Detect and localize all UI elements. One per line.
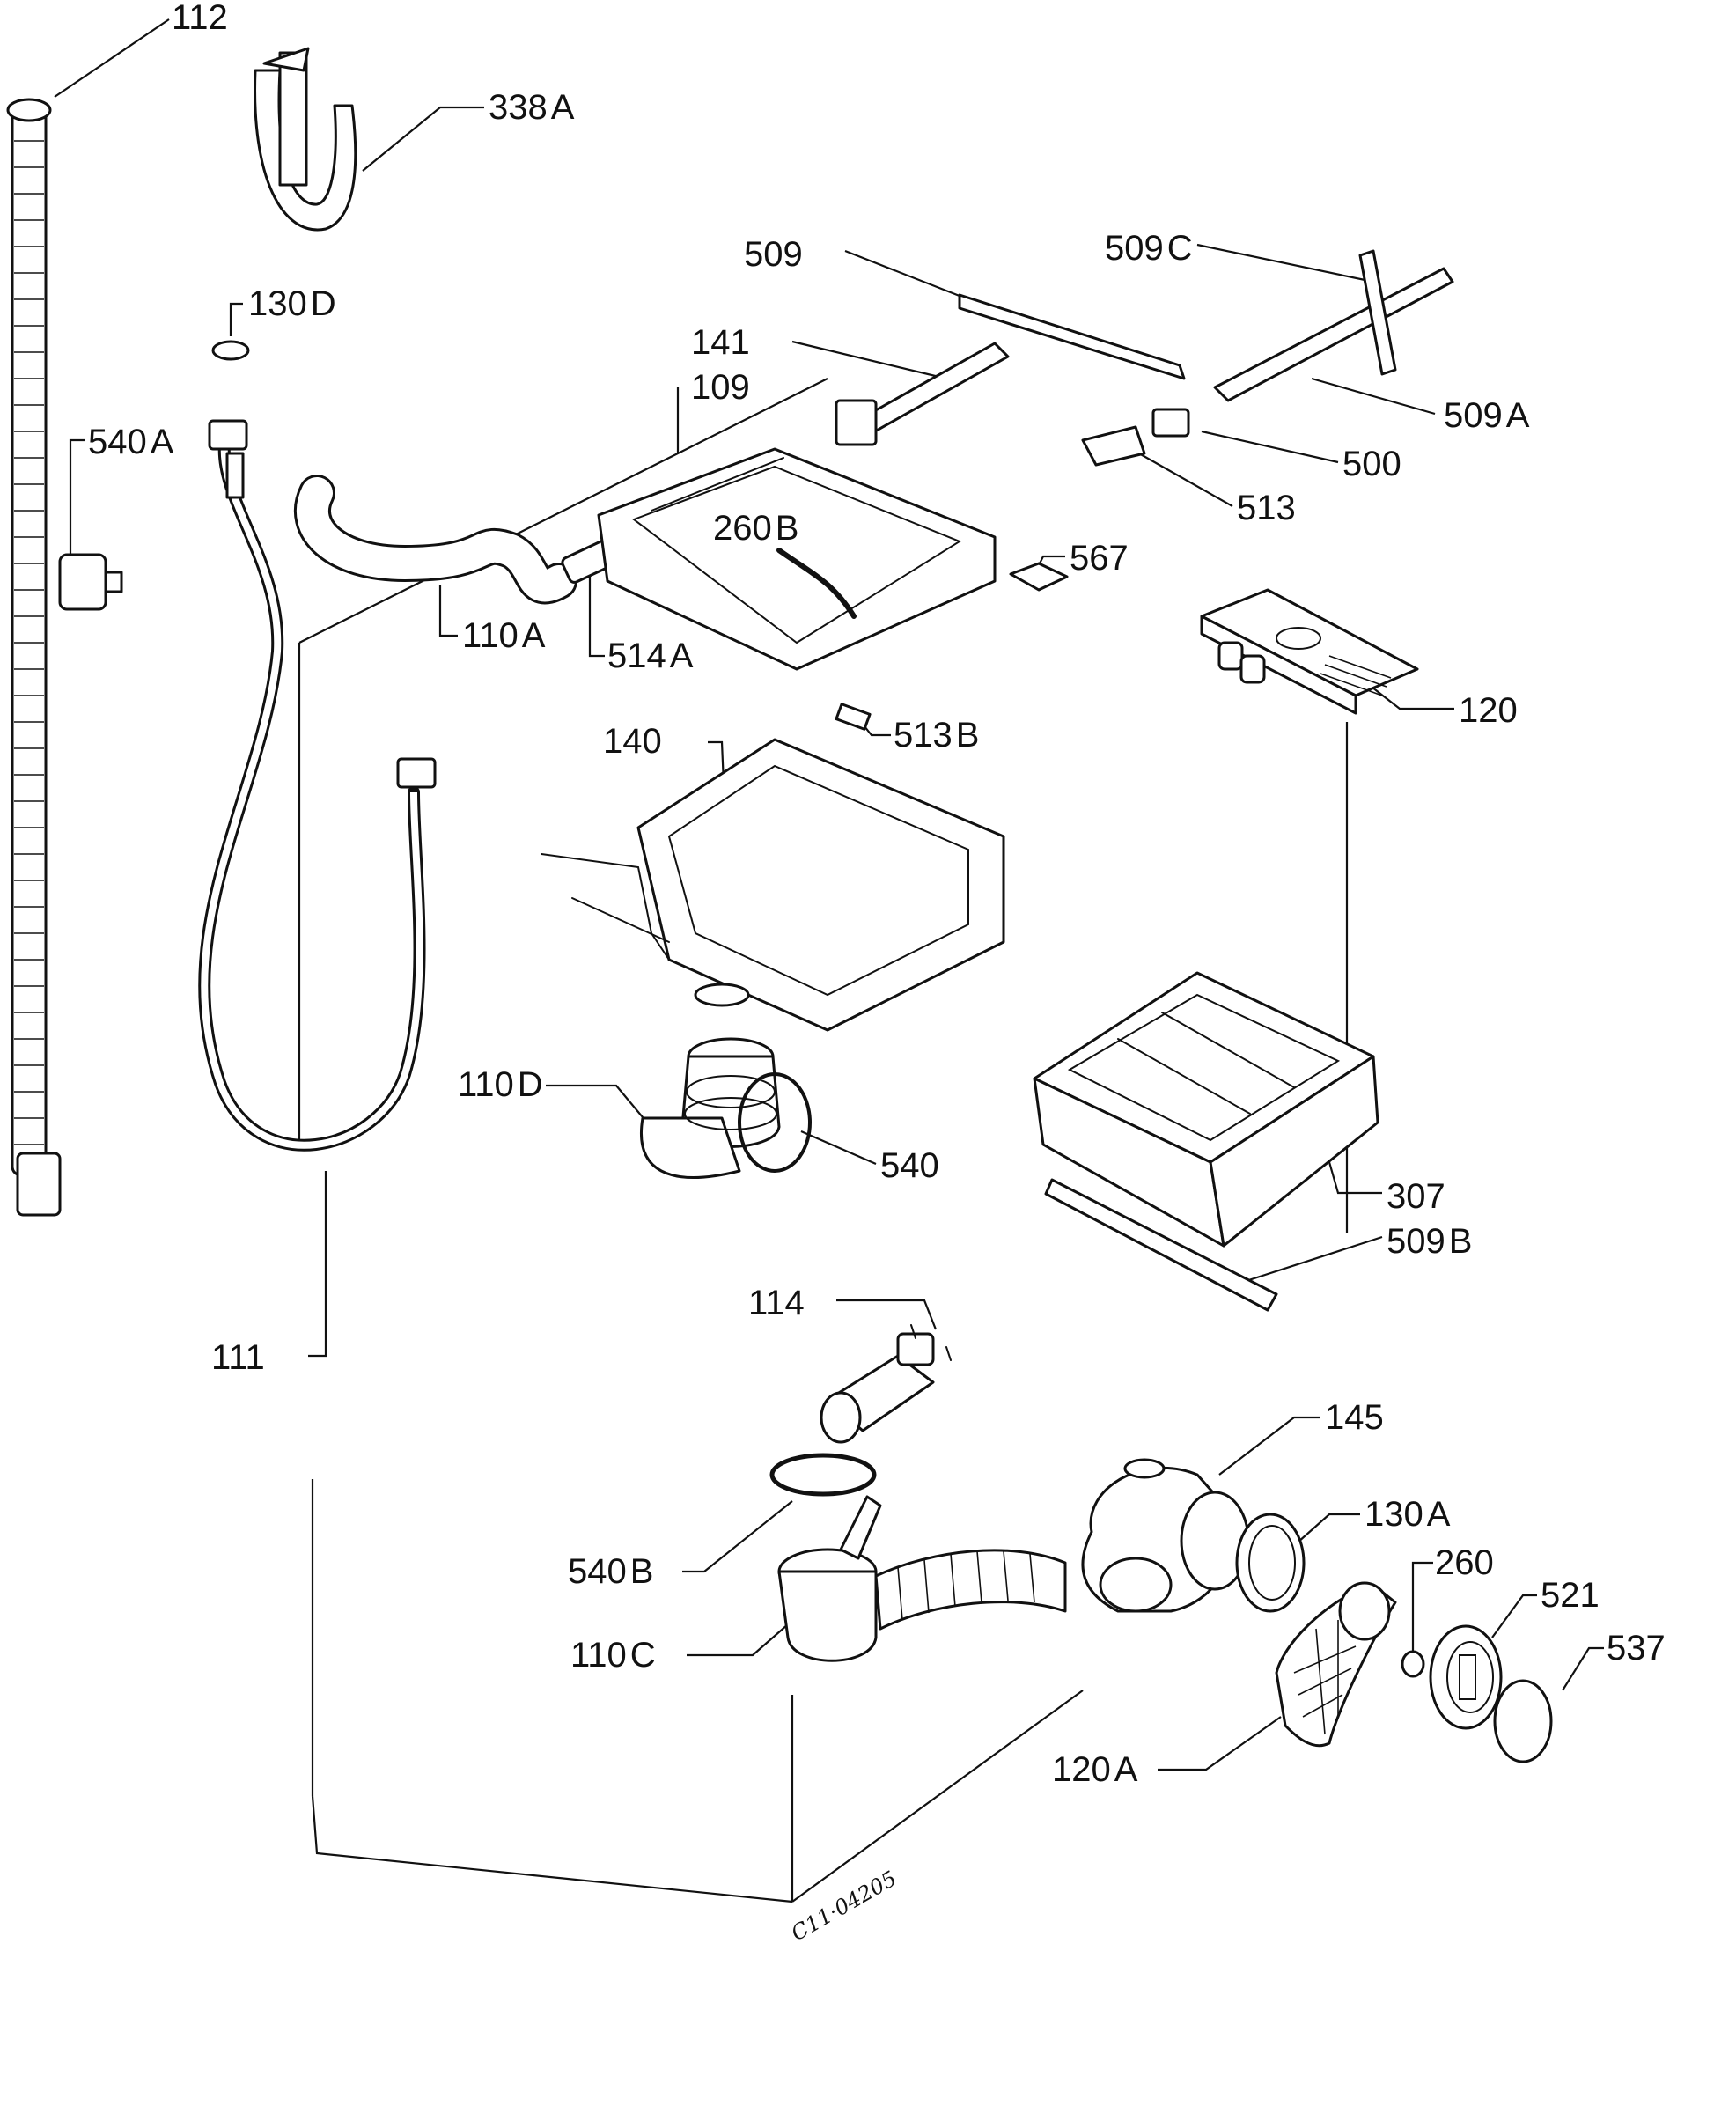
part-110A-hose bbox=[294, 475, 577, 605]
callout-537: 537 bbox=[1607, 1629, 1666, 1668]
part-307-detergent-drawer bbox=[1033, 971, 1379, 1248]
part-260-nut bbox=[1401, 1650, 1425, 1678]
callout-567: 567 bbox=[1070, 539, 1129, 578]
part-110C-sump-hose bbox=[777, 1495, 1067, 1662]
callout-513: 513 bbox=[1237, 489, 1296, 527]
part-537-cap bbox=[1493, 1679, 1553, 1763]
part-521-knob bbox=[1429, 1624, 1503, 1730]
callout-521: 521 bbox=[1541, 1576, 1600, 1615]
part-145-pump-housing bbox=[1081, 1458, 1250, 1613]
diagram-code: C11·04205 bbox=[787, 1866, 901, 1947]
callout-112: 112 bbox=[172, 0, 228, 37]
part-112-corrugated-hose bbox=[6, 98, 62, 1217]
part-540-clamp bbox=[738, 1072, 812, 1173]
part-140-dispenser-housing bbox=[541, 738, 1005, 1032]
part-130D-washer bbox=[211, 340, 250, 361]
callout-145: 145 bbox=[1325, 1398, 1384, 1437]
callout-120: 120 bbox=[1459, 691, 1518, 730]
part-111-inlet-hose bbox=[198, 419, 437, 1152]
part-338A-hose-hook bbox=[254, 47, 357, 232]
callout-260: 260 bbox=[1435, 1543, 1494, 1582]
callout-114: 114 bbox=[748, 1284, 805, 1322]
part-509B-rod bbox=[1044, 1178, 1278, 1312]
part-509-lever bbox=[958, 293, 1186, 380]
part-260B-spring bbox=[776, 548, 857, 619]
callout-111: 111 bbox=[211, 1338, 265, 1377]
part-130A-seal-ring bbox=[1235, 1513, 1306, 1613]
part-110D-bellows bbox=[640, 1037, 781, 1179]
part-120A-filter bbox=[1275, 1581, 1397, 1748]
part-120-drawer-insert bbox=[1200, 588, 1419, 715]
callout-109: 109 bbox=[691, 368, 750, 407]
part-509A-lever-bar bbox=[1213, 249, 1454, 402]
part-540A-clip bbox=[58, 553, 123, 611]
part-141-rod bbox=[835, 342, 1010, 446]
parts bbox=[6, 47, 1553, 1763]
callout-141: 141 bbox=[691, 323, 750, 362]
callout-140: 140 bbox=[603, 722, 662, 761]
part-540B-clamp bbox=[769, 1453, 877, 1497]
part-114-pressure-switch bbox=[820, 1324, 952, 1444]
part-500-pin bbox=[1151, 408, 1190, 438]
callout-500: 500 bbox=[1342, 445, 1401, 483]
part-513-bracket bbox=[1081, 425, 1146, 467]
part-567-pad bbox=[1009, 562, 1069, 592]
callout-540: 540 bbox=[880, 1146, 939, 1185]
callout-307: 307 bbox=[1387, 1177, 1445, 1216]
part-513B-clip bbox=[835, 703, 872, 731]
callout-509: 509 bbox=[744, 235, 803, 274]
part-109-distributor-lid bbox=[597, 447, 997, 671]
